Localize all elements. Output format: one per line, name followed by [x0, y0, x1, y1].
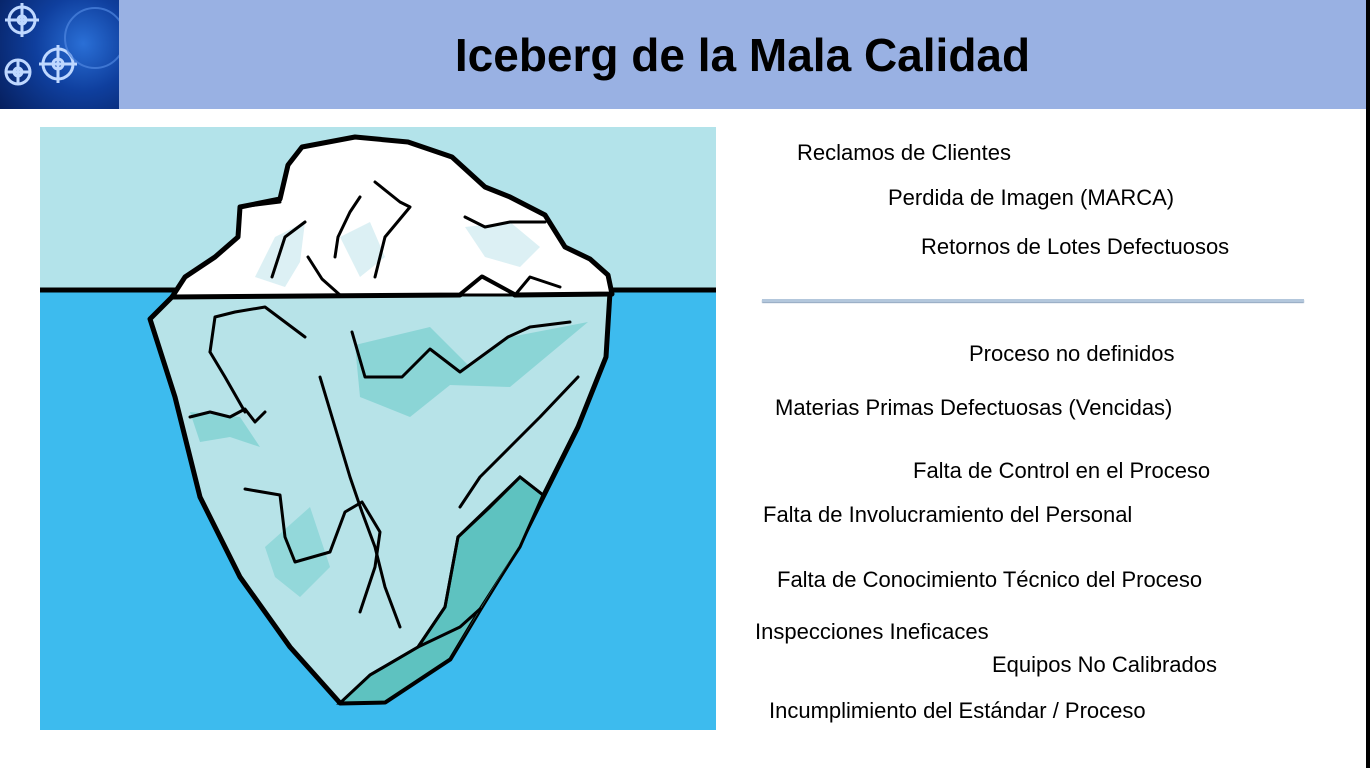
- iceberg-illustration: [40, 127, 716, 730]
- visible-item-retornos: Retornos de Lotes Defectuosos: [921, 234, 1230, 259]
- hidden-item-proceso-no-definidos: Proceso no definidos: [969, 341, 1175, 366]
- header-bar: Iceberg de la Mala Calidad: [0, 0, 1366, 109]
- hidden-item-falta-involucramiento: Falta de Involucramiento del Personal: [763, 502, 1133, 527]
- hidden-item-incumplimiento: Incumplimiento del Estándar / Proceso: [769, 698, 1146, 723]
- hidden-item-falta-conocimiento: Falta de Conocimiento Técnico del Proces…: [777, 567, 1203, 592]
- hidden-item-materias-primas: Materias Primas Defectuosas (Vencidas): [775, 395, 1173, 420]
- hidden-item-equipos: Equipos No Calibrados: [992, 652, 1218, 677]
- hidden-item-inspecciones: Inspecciones Ineficaces: [755, 619, 989, 644]
- hidden-item-falta-control: Falta de Control en el Proceso: [913, 458, 1211, 483]
- visible-item-reclamos: Reclamos de Clientes: [797, 140, 1011, 165]
- right-edge-line: [1366, 0, 1370, 768]
- slide-title: Iceberg de la Mala Calidad: [454, 28, 1031, 81]
- visible-item-perdida-imagen: Perdida de Imagen (MARCA): [888, 185, 1175, 210]
- gears-logo-icon: [0, 0, 119, 109]
- section-divider: [762, 299, 1304, 302]
